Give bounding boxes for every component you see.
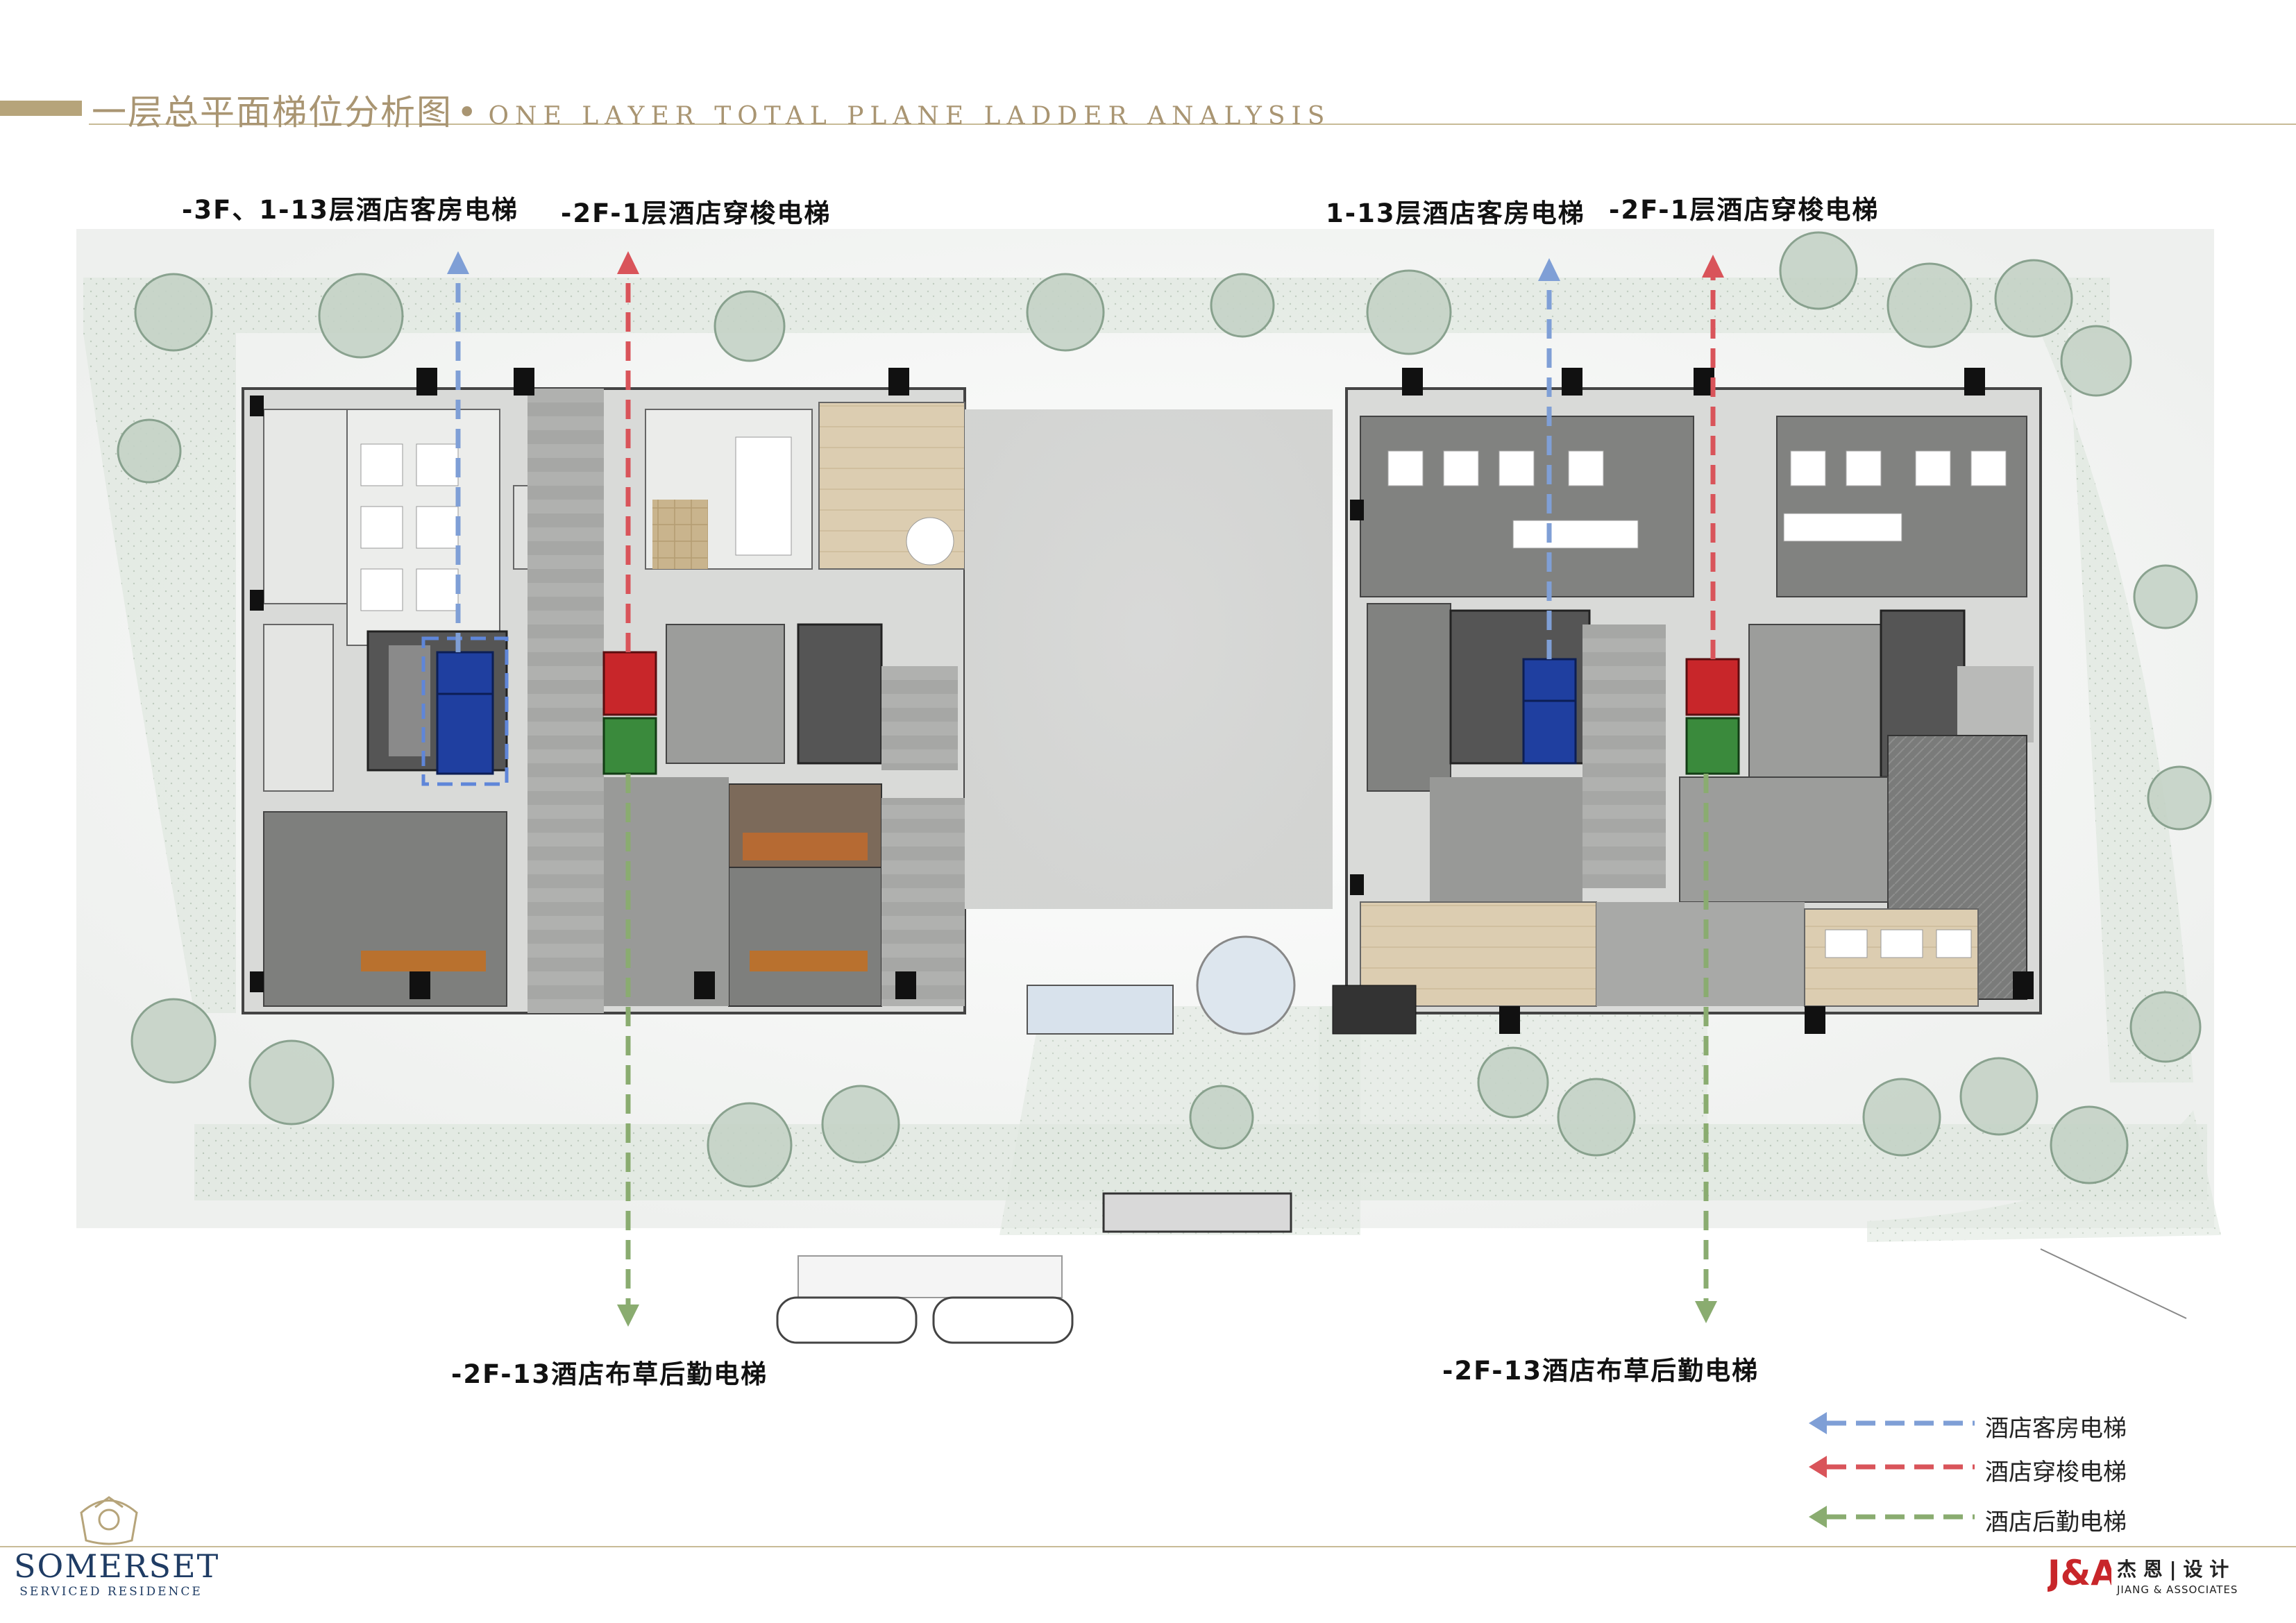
title-separator: • bbox=[457, 92, 479, 133]
title-chinese: 一层总平面梯位分析图 bbox=[92, 92, 453, 133]
header-rule bbox=[89, 124, 2296, 125]
legend-item-guest-elevator: 酒店客房电梯 bbox=[1805, 1405, 2221, 1447]
label-left-guest-elevator: -3F、1-13层酒店客房电梯 bbox=[182, 195, 518, 225]
legend-item-shuttle-elevator: 酒店穿梭电梯 bbox=[1805, 1449, 2221, 1490]
footer-rule bbox=[0, 1546, 2296, 1547]
ja-logo-icon: J&A bbox=[2048, 1553, 2111, 1593]
brand-subtitle: SERVICED RESIDENCE bbox=[19, 1585, 203, 1599]
legend-label-shuttle: 酒店穿梭电梯 bbox=[1985, 1459, 2127, 1486]
page-title: 一层总平面梯位分析图• ONE LAYER TOTAL PLANE LADDER … bbox=[92, 85, 1331, 135]
header-accent-bar bbox=[0, 101, 82, 116]
legend-arrow-red bbox=[1809, 1456, 1975, 1478]
firm-name-english: JIANG & ASSOCIATES bbox=[2117, 1583, 2238, 1596]
label-right-service-elevator: -2F-13酒店布草后勤电梯 bbox=[1442, 1356, 1759, 1386]
brand-name: SOMERSET bbox=[14, 1547, 220, 1585]
ja-logo-text: J&A bbox=[2048, 1553, 2111, 1593]
firm-name-chinese: 杰 恩 | 设 计 bbox=[2117, 1558, 2229, 1581]
label-left-shuttle-elevator: -2F-1层酒店穿梭电梯 bbox=[561, 198, 832, 228]
label-right-shuttle-elevator: -2F-1层酒店穿梭电梯 bbox=[1609, 195, 1880, 225]
somerset-crest-icon bbox=[80, 1496, 138, 1545]
title-english: ONE LAYER TOTAL PLANE LADDER ANALYSIS bbox=[488, 102, 1331, 130]
legend-arrow-blue bbox=[1809, 1412, 1975, 1434]
legend-label-service: 酒店后勤电梯 bbox=[1985, 1509, 2127, 1536]
legend-label-guest: 酒店客房电梯 bbox=[1985, 1415, 2127, 1443]
label-left-service-elevator: -2F-13酒店布草后勤电梯 bbox=[451, 1359, 768, 1389]
legend-arrow-green bbox=[1809, 1506, 1975, 1528]
label-right-guest-elevator: 1-13层酒店客房电梯 bbox=[1326, 198, 1585, 228]
legend-item-service-elevator: 酒店后勤电梯 bbox=[1805, 1499, 2221, 1540]
